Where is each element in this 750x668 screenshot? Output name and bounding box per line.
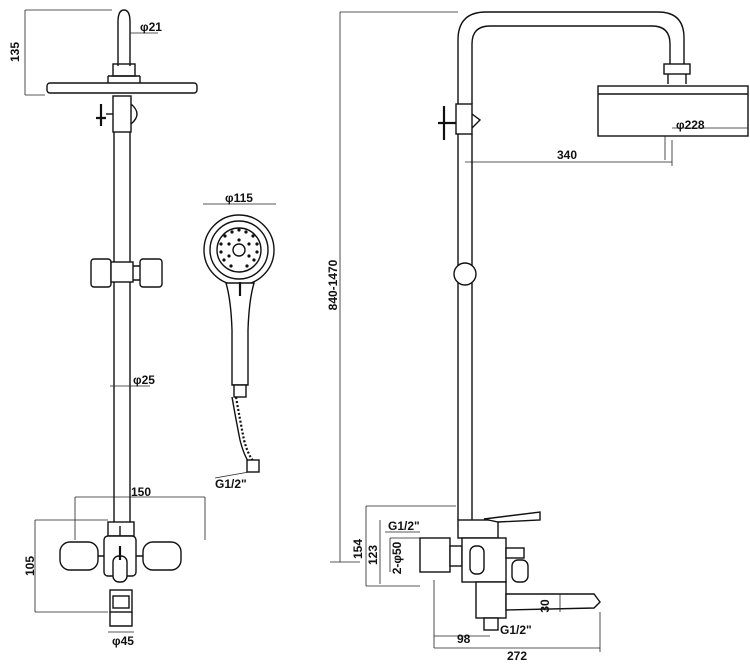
side-inlet-spacing-label: 2-φ50 bbox=[390, 541, 404, 574]
side-spout-height-label: 30 bbox=[538, 599, 552, 613]
hand-shower-thread-label: G1/2" bbox=[215, 477, 247, 491]
side-body-height-inner-label: 123 bbox=[366, 545, 380, 565]
side-spout-length-label: 272 bbox=[507, 649, 527, 663]
spray-nozzles bbox=[219, 228, 259, 268]
front-mixer-width-label: 150 bbox=[131, 485, 151, 499]
hand-shower-head bbox=[203, 214, 275, 286]
side-dimensions bbox=[365, 505, 601, 652]
side-mixer bbox=[419, 511, 601, 631]
hand-shower-diameter-label: φ115 bbox=[225, 191, 253, 205]
front-view: 135 φ21 φ25 150 105 φ45 bbox=[8, 9, 206, 648]
front-riser-pipe bbox=[113, 132, 131, 522]
hand-shower-handle bbox=[225, 282, 255, 386]
side-view: 840-1470 φ228 340 bbox=[326, 11, 749, 663]
side-arm-reach-label: 340 bbox=[557, 148, 577, 162]
hand-shower-hose bbox=[234, 396, 255, 463]
front-slide-bracket bbox=[90, 258, 163, 288]
side-spout-offset-label: 98 bbox=[457, 632, 471, 646]
hand-shower-view: φ115 G1/2" bbox=[203, 191, 276, 491]
side-slide-bracket bbox=[453, 262, 477, 286]
side-head-diameter-label: φ228 bbox=[676, 118, 705, 132]
side-body-height-outer-label: 154 bbox=[351, 539, 365, 559]
side-shower-arm bbox=[457, 11, 685, 104]
side-riser-pipe bbox=[457, 134, 473, 520]
side-outlet-thread-label: G1/2" bbox=[500, 623, 532, 637]
front-mixer bbox=[59, 521, 182, 627]
front-spout-diameter-label: φ45 bbox=[112, 634, 134, 648]
front-shower-head bbox=[46, 82, 198, 94]
front-head-height-label: 135 bbox=[8, 42, 22, 62]
side-height-range-label: 840-1470 bbox=[326, 259, 340, 310]
front-dimensions bbox=[24, 9, 206, 633]
front-riser-diameter-label: φ25 bbox=[133, 373, 155, 387]
front-mixer-height-label: 105 bbox=[23, 556, 37, 576]
side-inlet-thread-label: G1/2" bbox=[388, 519, 420, 533]
front-arm-diameter-label: φ21 bbox=[140, 20, 162, 34]
